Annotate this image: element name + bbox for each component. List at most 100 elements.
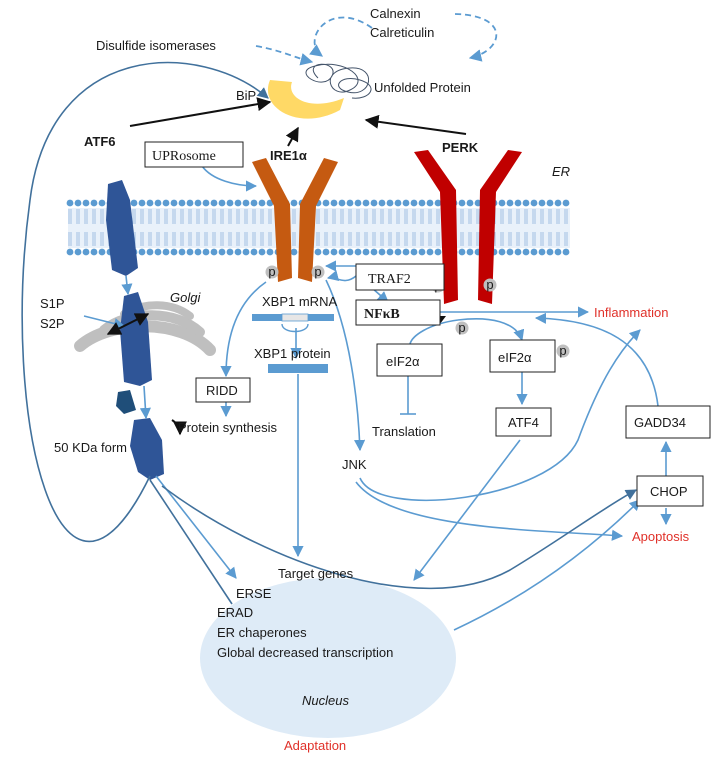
- lipid-head: [370, 248, 378, 256]
- ridd-label: RIDD: [206, 383, 238, 398]
- lipid-head: [338, 199, 346, 207]
- eif2a-label-1: eIF2α: [386, 354, 420, 369]
- atf6-to-nucleus-arrow: [155, 475, 237, 579]
- inflammation-label: Inflammation: [594, 305, 668, 320]
- lipid-head: [522, 199, 530, 207]
- lipid-head: [354, 248, 362, 256]
- lipid-head: [66, 199, 74, 207]
- atf6-fragment-shape: [116, 390, 136, 414]
- translation-label: Translation: [372, 424, 436, 439]
- lipid-head: [474, 199, 482, 207]
- lipid-head: [322, 248, 330, 256]
- lipid-head: [146, 199, 154, 207]
- ire1-to-ridd-arrow: [220, 281, 267, 378]
- xbp1-protein-label: XBP1 protein: [254, 346, 331, 361]
- lipid-head: [378, 248, 386, 256]
- uprosome-box: [144, 141, 244, 168]
- lipid-head: [458, 248, 466, 256]
- svg-text:p: p: [314, 264, 321, 279]
- cleavage-arrow: [106, 313, 150, 335]
- lipid-head: [394, 199, 402, 207]
- calreticulin-label: Calreticulin: [370, 25, 434, 40]
- 50kda-form-label: 50 KDa form: [54, 440, 127, 455]
- atf4-box: [495, 407, 552, 437]
- lipid-head: [538, 199, 546, 207]
- lipid-head: [402, 248, 410, 256]
- disulfide-dashed-arrow: [255, 45, 314, 66]
- lipid-head: [362, 199, 370, 207]
- lipid-head: [562, 199, 570, 207]
- lipid-head: [154, 248, 162, 256]
- lipid-head: [178, 199, 186, 207]
- perk-eif2a-line: [409, 319, 459, 345]
- lipid-head: [514, 248, 522, 256]
- s2p-label: S2P: [40, 316, 65, 331]
- lipid-head: [74, 199, 82, 207]
- lipid-head: [194, 199, 202, 207]
- lipid-head: [322, 199, 330, 207]
- perk-dimer-shape: [414, 150, 522, 304]
- lipid-head: [234, 199, 242, 207]
- atf6-protein-shape: [106, 180, 138, 276]
- lipid-head: [458, 199, 466, 207]
- lipid-head: [138, 199, 146, 207]
- lipid-head: [514, 199, 522, 207]
- lipid-head: [522, 248, 530, 256]
- lipid-head: [466, 199, 474, 207]
- lipid-head: [354, 199, 362, 207]
- apoptosis-label: Apoptosis: [632, 529, 690, 544]
- lipid-head: [290, 248, 298, 256]
- jnk-to-apoptosis-arrow: [355, 481, 624, 541]
- target-genes-label: Target genes: [278, 566, 354, 581]
- lipid-head: [74, 248, 82, 256]
- lipid-head: [346, 199, 354, 207]
- traf2-label: TRAF2: [368, 272, 411, 287]
- xbp1-mrna-label: XBP1 mRNA: [262, 294, 337, 309]
- eif2a-box-1: [376, 343, 443, 377]
- nfkb-label: NFκB: [364, 307, 400, 322]
- lipid-head: [210, 248, 218, 256]
- lipid-head: [506, 248, 514, 256]
- lipid-head: [242, 248, 250, 256]
- svg-text:p: p: [486, 277, 493, 292]
- eif2a-box-2: [489, 339, 556, 373]
- lipid-head: [146, 248, 154, 256]
- lipid-head: [82, 199, 90, 207]
- ire1-to-jnk-arrow: [325, 279, 366, 452]
- calnexin-label: Calnexin: [370, 6, 421, 21]
- ire1-dimer-shape: [252, 158, 338, 282]
- lipid-head: [218, 248, 226, 256]
- erse-label: ERSE: [236, 586, 272, 601]
- lipid-head: [338, 248, 346, 256]
- lipid-head: [418, 199, 426, 207]
- s1p-label: S1P: [40, 296, 65, 311]
- atf4-to-target-genes-arrow: [413, 439, 521, 581]
- lipid-head: [82, 248, 90, 256]
- atf6-to-golgi-arrow: [121, 275, 133, 296]
- lipid-head: [138, 248, 146, 256]
- ridd-box: [195, 377, 251, 403]
- bip-label: BiP: [236, 88, 256, 103]
- lipid-head: [202, 248, 210, 256]
- lipid-head: [178, 248, 186, 256]
- lipid-head: [498, 199, 506, 207]
- lipid-head: [130, 199, 138, 207]
- jnk-label: JNK: [342, 457, 367, 472]
- er-chaperones-label: ER chaperones: [217, 625, 307, 640]
- calnexin-dashed-arrow: [309, 16, 373, 57]
- lipid-head: [154, 199, 162, 207]
- svg-text:p: p: [458, 320, 465, 335]
- traf2-arrow-2: [326, 270, 357, 282]
- nucleus-shape: [200, 578, 456, 738]
- lipid-head: [170, 248, 178, 256]
- disulfide-label: Disulfide isomerases: [96, 38, 216, 53]
- lipid-head: [98, 199, 106, 207]
- uprosome-arrow: [201, 165, 258, 192]
- lipid-head: [426, 248, 434, 256]
- lipid-head: [266, 248, 274, 256]
- lipid-head: [530, 248, 538, 256]
- lipid-head: [162, 248, 170, 256]
- lipid-head: [90, 199, 98, 207]
